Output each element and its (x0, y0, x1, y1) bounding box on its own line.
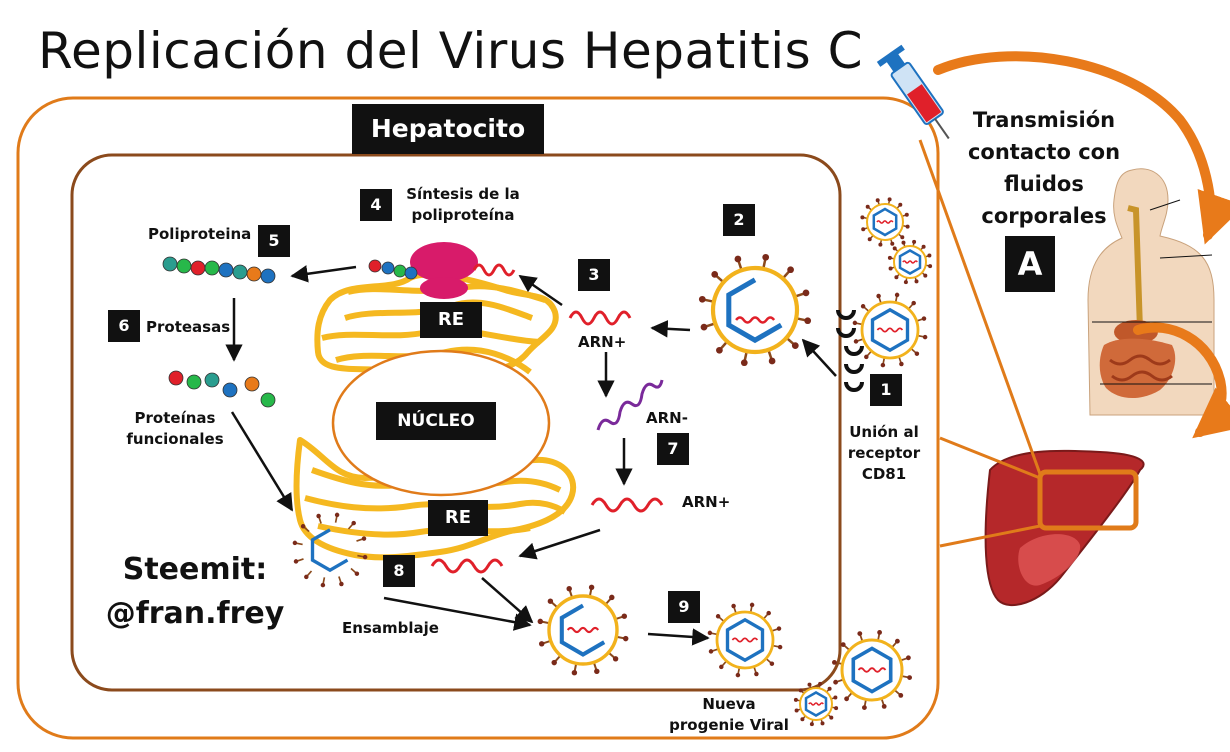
syringe-icon (876, 44, 950, 140)
nucleus-label: NÚCLEO (376, 402, 496, 440)
rna-positive-label-2: ARN+ (682, 493, 731, 511)
virion-uncoating (698, 253, 812, 367)
rna-positive-step3 (568, 310, 632, 326)
er-label-bottom: RE (428, 500, 488, 536)
rna-at-ribosome (472, 263, 516, 277)
nascent-polyprotein (368, 259, 418, 280)
page-title: Replicación del Virus Hepatitis C (38, 22, 864, 80)
step-number-6: 6 (108, 310, 140, 342)
rna-negative-label: ARN- (646, 409, 688, 427)
marker-a: A (1005, 236, 1055, 292)
ribosome (410, 242, 478, 299)
hepatocyte-cell-border (16, 96, 940, 740)
step-number-7: 7 (657, 433, 689, 465)
virion-outside-1 (860, 197, 910, 247)
process-arrows (225, 265, 837, 646)
virion-progeny-2 (793, 681, 839, 727)
steemit-watermark: Steemit:@fran.frey (105, 552, 285, 631)
rna-positive-label-1: ARN+ (578, 333, 627, 351)
virion-entering (852, 292, 928, 368)
cd81-receptor (836, 309, 864, 392)
liver (984, 449, 1145, 606)
human-anatomy (1087, 168, 1215, 416)
polyprotein-chain (162, 256, 276, 284)
capsid-assembling (292, 512, 368, 588)
rna-positive-step7 (590, 497, 664, 513)
orange-flow-arrows (933, 51, 1230, 439)
step-number-8: 8 (383, 555, 415, 587)
virion-progeny-1 (832, 630, 912, 710)
step-number-2: 2 (723, 204, 755, 236)
liver-zoom-frame (1037, 469, 1139, 531)
step-number-4: 4 (360, 189, 392, 221)
step5-label: Poliproteina (148, 225, 252, 243)
hepatocyte-label: Hepatocito (352, 104, 544, 154)
step-number-1: 1 (870, 374, 902, 406)
er-label-top: RE (420, 302, 482, 338)
zoom-lines (918, 139, 1042, 548)
virion-mature (707, 602, 783, 678)
cytoplasm-border (70, 153, 842, 692)
rna-negative (596, 379, 664, 431)
step-number-5: 5 (258, 225, 290, 257)
step8-label: Ensamblaje (342, 619, 439, 637)
virion-outside-2 (887, 239, 933, 285)
functional-proteins (168, 370, 276, 408)
step-number-3: 3 (578, 259, 610, 291)
step-number-9: 9 (668, 591, 700, 623)
rna-assembly-step8 (430, 558, 504, 574)
virion-assembling (537, 584, 629, 676)
step6-label: Proteasas (146, 318, 231, 336)
